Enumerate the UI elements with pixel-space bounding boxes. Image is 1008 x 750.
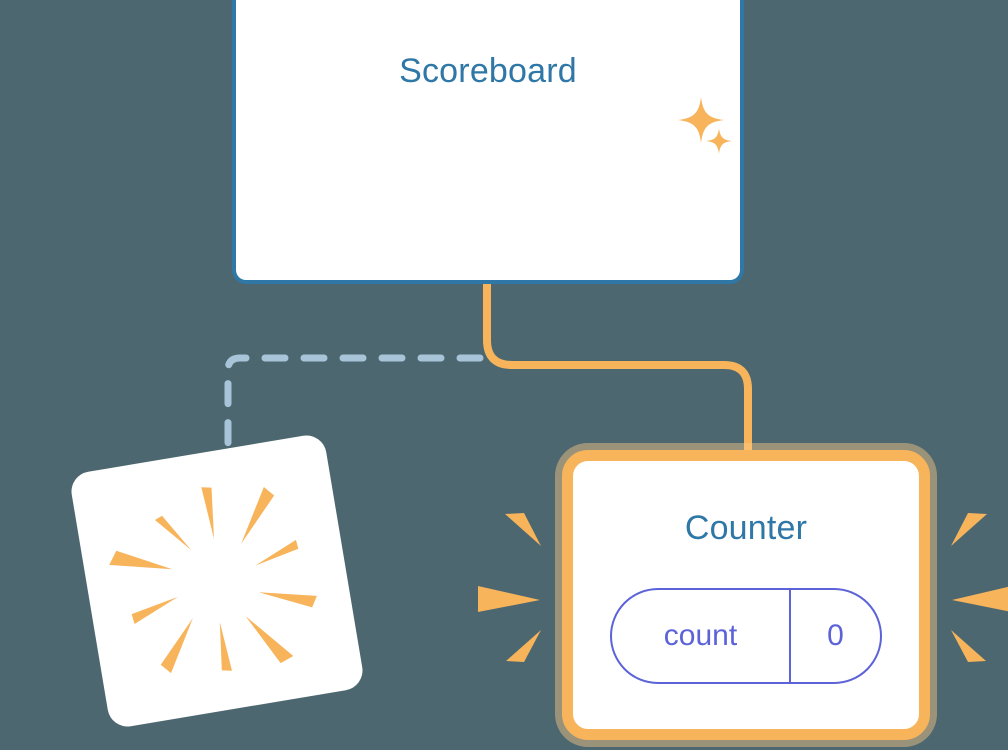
component-scoreboard[interactable]: Scoreboard — [232, 0, 744, 284]
burst-icon — [109, 487, 317, 674]
count-pill-value: 0 — [827, 619, 844, 652]
placeholder-card[interactable] — [68, 432, 366, 730]
count-pill-key: count — [612, 590, 791, 682]
state-pill-count[interactable]: count 0 — [610, 588, 882, 684]
connector-scoreboard-to-placeholder — [224, 354, 484, 478]
scoreboard-title: Scoreboard — [399, 52, 577, 90]
connector-scoreboard-to-counter — [483, 283, 752, 462]
component-counter[interactable]: Counter — [562, 450, 930, 740]
counter-title: Counter — [684, 509, 808, 547]
